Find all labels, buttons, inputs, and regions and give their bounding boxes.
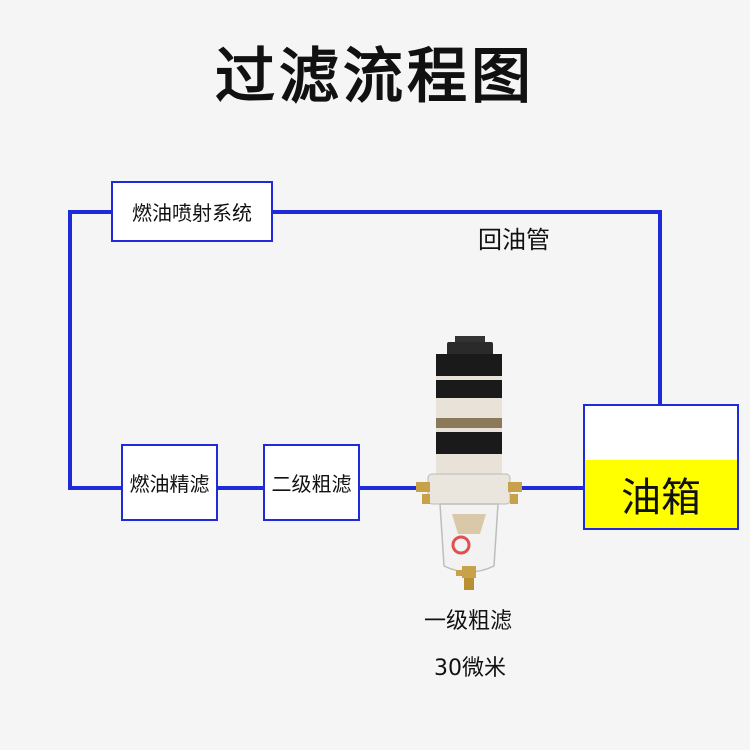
primary-micron-label: 30微米: [434, 656, 506, 681]
primary-coarse-filter-label: 一级粗滤: [424, 609, 513, 634]
page-title: 过滤流程图: [215, 42, 535, 112]
fuel-filter-separator-icon: [416, 336, 522, 590]
fine-filter-box: 燃油精滤: [121, 444, 218, 521]
injection-system-box: 燃油喷射系统: [111, 181, 273, 242]
fuel-tank-label: 油箱: [621, 475, 701, 521]
injection-system-label: 燃油喷射系统: [132, 201, 252, 225]
fuel-tank-box: 油箱: [583, 404, 739, 530]
return-pipe-label: 回油管: [478, 226, 550, 254]
fine-filter-label: 燃油精滤: [129, 472, 210, 496]
fuel-tank-fill: 油箱: [585, 460, 737, 528]
secondary-coarse-filter-label: 二级粗滤: [271, 472, 352, 496]
secondary-coarse-filter-box: 二级粗滤: [263, 444, 360, 521]
